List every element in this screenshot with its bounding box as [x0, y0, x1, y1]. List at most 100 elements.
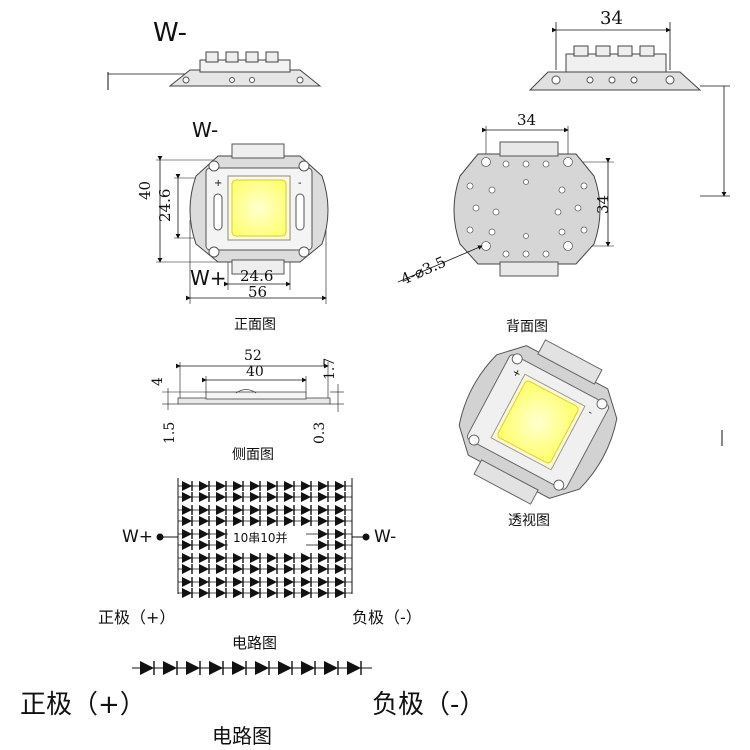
positive-large-label: 正极（+） [20, 690, 146, 720]
diode-symbol [284, 505, 295, 515]
diode-symbol [301, 577, 312, 587]
diode-symbol [199, 577, 210, 587]
diode-symbol [199, 564, 210, 574]
series-diode-symbol [209, 661, 224, 675]
diode-symbol [182, 481, 193, 491]
diode-symbol [250, 481, 261, 491]
series-diode-symbol [347, 661, 362, 675]
negative-large-label: 负极（-） [372, 690, 486, 720]
diode-symbol [301, 588, 312, 598]
diode-symbol [233, 564, 244, 574]
diode-symbol [267, 564, 278, 574]
diode-symbol [318, 481, 329, 491]
diode-symbol [284, 516, 295, 526]
back-view [397, 126, 614, 283]
perspective-view-caption: 透视图 [508, 513, 550, 529]
series-diode-symbol [324, 661, 339, 675]
series-diode-symbol [232, 661, 247, 675]
diode-symbol [250, 505, 261, 515]
diode-symbol [182, 553, 193, 563]
diode-symbol [301, 516, 312, 526]
diode-symbol [284, 564, 295, 574]
dim-side-offset: 0.3 [312, 421, 328, 444]
w-minus-top-label: W- [153, 18, 188, 48]
diode-symbol [267, 516, 278, 526]
diode-symbol [216, 588, 227, 598]
dim-front-width: 56 [248, 283, 268, 301]
dim-side-base: 1.5 [162, 421, 178, 444]
diode-symbol [216, 540, 227, 550]
side-view-caption: 侧面图 [232, 447, 274, 463]
diode-symbol [182, 516, 193, 526]
dim-top-right-width: 34 [600, 8, 623, 29]
svg-text:-: - [586, 407, 595, 419]
diode-symbol [284, 553, 295, 563]
diode-symbol [318, 516, 329, 526]
diode-symbol [182, 505, 193, 515]
diode-symbol [233, 492, 244, 502]
diode-symbol [216, 492, 227, 502]
diode-symbol [233, 553, 244, 563]
diode-symbol [199, 588, 210, 598]
diode-symbol [335, 505, 346, 515]
series-diode-symbol [163, 661, 178, 675]
circuit-w-plus-label: W+ [122, 527, 154, 547]
diode-symbol [318, 505, 329, 515]
front-view: + - [156, 143, 329, 304]
diode-symbol [301, 481, 312, 491]
diode-symbol [301, 553, 312, 563]
diode-symbol [335, 529, 346, 539]
diode-symbol [318, 577, 329, 587]
negative-small-label: 负极（-） [352, 608, 422, 627]
diode-symbol [182, 529, 193, 539]
diode-symbol [335, 588, 346, 598]
w-plus-terminal [156, 533, 164, 541]
series-strip [132, 661, 372, 675]
diode-symbol [335, 481, 346, 491]
diode-symbol [284, 577, 295, 587]
diode-symbol [267, 553, 278, 563]
diode-symbol [267, 492, 278, 502]
diode-symbol [216, 553, 227, 563]
diode-symbol [250, 564, 261, 574]
top-left-side-view [107, 51, 322, 90]
diode-symbol [182, 540, 193, 550]
diode-symbol [284, 492, 295, 502]
series-diode-symbol [186, 661, 201, 675]
diode-symbol [267, 481, 278, 491]
back-view-caption: 背面图 [506, 319, 548, 335]
w-minus-front-label: W- [192, 118, 219, 142]
diode-symbol [284, 588, 295, 598]
diode-symbol [182, 588, 193, 598]
series-diode-symbol [255, 661, 270, 675]
diode-symbol [233, 577, 244, 587]
diode-symbol [250, 492, 261, 502]
diode-symbol [267, 577, 278, 587]
dim-side-length: 52 [244, 348, 262, 364]
series-diode-symbol [278, 661, 293, 675]
dim-side-right-thickness: 1.7 [322, 357, 338, 380]
diode-symbol [318, 529, 329, 539]
diode-symbol [233, 516, 244, 526]
side-view [162, 362, 344, 412]
diode-symbol [335, 577, 346, 587]
circuit-label-bg [228, 526, 306, 548]
diode-symbol [250, 588, 261, 598]
diode-symbol [233, 481, 244, 491]
diode-symbol [301, 492, 312, 502]
circuit-title-small: 电路图 [232, 634, 278, 652]
diode-symbol [199, 529, 210, 539]
diode-symbol [216, 516, 227, 526]
diode-symbol [199, 540, 210, 550]
dim-front-chip-height: 24.6 [156, 188, 174, 222]
diode-symbol [250, 577, 261, 587]
dim-front-height: 40 [136, 180, 154, 200]
diode-symbol [318, 553, 329, 563]
diode-symbol [199, 492, 210, 502]
top-right-partial-view [528, 22, 730, 197]
diode-symbol [301, 564, 312, 574]
dim-front-chip-width: 24.6 [240, 267, 274, 285]
diode-symbol [267, 588, 278, 598]
